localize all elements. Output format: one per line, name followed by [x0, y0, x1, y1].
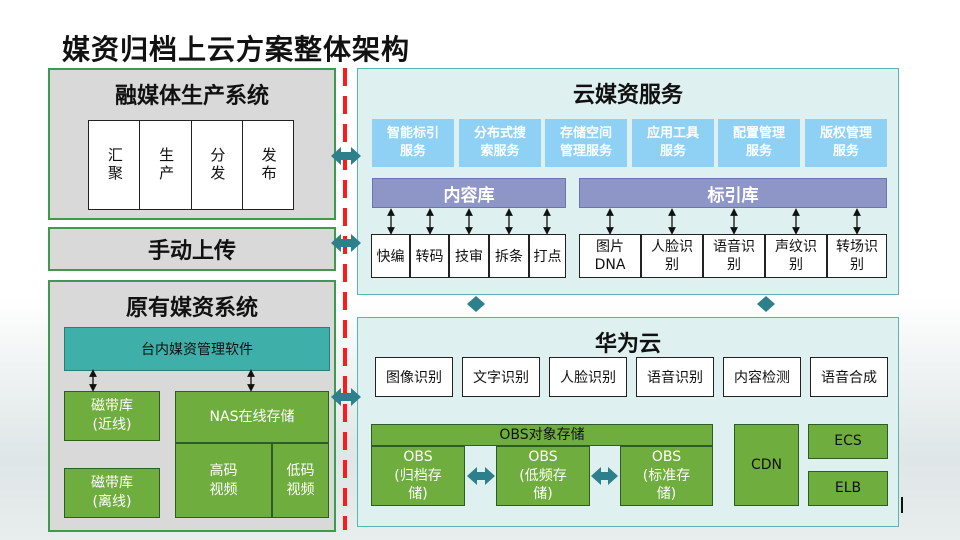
- ai-content-detection[interactable]: 内容检测: [723, 357, 801, 397]
- legacy-panel: 原有媒资系统 台内媒资管理软件 磁带库 (近线) 磁带库 (离线) NAS在线存…: [48, 280, 336, 532]
- service-distributed-search[interactable]: 分布式搜 索服务: [459, 119, 541, 167]
- service-config-management[interactable]: 配置管理 服务: [718, 119, 800, 167]
- rongmeiti-title: 融媒体生产系统: [114, 84, 269, 109]
- low-bitrate-label: 低码 视频: [286, 462, 315, 498]
- service-smart-index-label: 智能标引 服务: [386, 126, 439, 159]
- obs-archive-label: OBS (归档存 储): [394, 448, 442, 503]
- elb-box[interactable]: ELB: [808, 471, 888, 506]
- service-app-tools[interactable]: 应用工具 服务: [632, 119, 714, 167]
- content-library: 内容库: [372, 178, 566, 208]
- cell-fenfa: 分发: [191, 120, 243, 210]
- scene-transition-label: 转场识 别: [836, 238, 878, 273]
- software-bar: 台内媒资管理软件: [64, 327, 330, 371]
- tool-voiceprint-recognition[interactable]: 声纹识 别: [765, 234, 827, 278]
- speech-recognition-label: 语音识 别: [713, 238, 755, 273]
- obs-infrequent-label: OBS (低频存 储): [519, 448, 567, 503]
- service-smart-index[interactable]: 智能标引 服务: [372, 119, 454, 167]
- slide-edge-mark: [901, 497, 903, 513]
- low-bitrate-video: 低码 视频: [272, 443, 329, 518]
- ai-face-recognition[interactable]: 人脸识别: [549, 357, 627, 397]
- tool-mark-point[interactable]: 打点: [529, 234, 566, 278]
- ai-speech-recognition[interactable]: 语音识别: [636, 357, 714, 397]
- tool-transcode[interactable]: 转码: [410, 234, 449, 278]
- voiceprint-recognition-label: 声纹识 别: [775, 238, 817, 273]
- obs-standard-label: OBS (标准存 储): [642, 448, 691, 503]
- index-library: 标引库: [579, 178, 887, 208]
- ecs-box[interactable]: ECS: [808, 424, 888, 459]
- legacy-title: 原有媒资系统: [125, 296, 258, 321]
- tool-image-dna[interactable]: 图片 DNA: [579, 234, 641, 278]
- service-copyright-management[interactable]: 版权管理 服务: [805, 119, 887, 167]
- tool-speech-recognition[interactable]: 语音识 别: [703, 234, 765, 278]
- service-storage-label: 存储空间 管理服务: [559, 126, 612, 159]
- ai-image-recognition[interactable]: 图像识别: [375, 357, 453, 397]
- image-dna-label: 图片 DNA: [594, 238, 626, 273]
- high-bitrate-video: 高码 视频: [175, 443, 272, 518]
- service-config-label: 配置管理 服务: [732, 126, 785, 159]
- tape-library-near: 磁带库 (近线): [64, 391, 160, 441]
- cdn-box[interactable]: CDN: [734, 424, 799, 506]
- tape-off-label: 磁带库 (离线): [91, 475, 133, 510]
- tool-face-recognition[interactable]: 人脸识 别: [641, 234, 703, 278]
- obs-infrequent[interactable]: OBS (低频存 储): [496, 446, 590, 506]
- service-storage-management[interactable]: 存储空间 管理服务: [545, 119, 627, 167]
- nas-label: NAS在线存储: [209, 408, 295, 425]
- cell-fabu: 发布: [242, 120, 294, 210]
- tool-scene-transition[interactable]: 转场识 别: [827, 234, 887, 278]
- obs-standard[interactable]: OBS (标准存 储): [620, 446, 713, 506]
- service-app-tools-label: 应用工具 服务: [646, 126, 699, 159]
- manual-upload-box: 手动上传: [48, 227, 336, 271]
- high-bitrate-label: 高码 视频: [209, 462, 238, 498]
- obs-storage-title: OBS对象存储: [371, 424, 713, 446]
- cloud-media-title: 云媒资服务: [572, 83, 683, 108]
- tool-tech-review[interactable]: 技审: [449, 234, 489, 278]
- rongmeiti-cells: 汇聚 生产 分发 发布: [88, 120, 294, 210]
- ai-text-recognition[interactable]: 文字识别: [462, 357, 540, 397]
- face-recognition-label: 人脸识 别: [651, 238, 693, 273]
- tool-split[interactable]: 拆条: [489, 234, 529, 278]
- rongmeiti-panel: 融媒体生产系统 汇聚 生产 分发 发布: [48, 68, 336, 220]
- tool-quick-edit[interactable]: 快编: [371, 234, 410, 278]
- nas-storage: NAS在线存储: [175, 391, 329, 443]
- service-distributed-search-label: 分布式搜 索服务: [473, 126, 526, 159]
- service-copyright-label: 版权管理 服务: [819, 126, 872, 159]
- cell-shengchan: 生产: [140, 120, 192, 210]
- ai-speech-synthesis[interactable]: 语音合成: [810, 357, 888, 397]
- cell-huiju: 汇聚: [88, 120, 141, 210]
- tape-near-label: 磁带库 (近线): [91, 398, 133, 433]
- huawei-title: 华为云: [594, 332, 661, 357]
- tape-library-offline: 磁带库 (离线): [64, 468, 160, 518]
- page-title: 媒资归档上云方案整体架构: [62, 33, 411, 66]
- obs-archive[interactable]: OBS (归档存 储): [371, 446, 465, 506]
